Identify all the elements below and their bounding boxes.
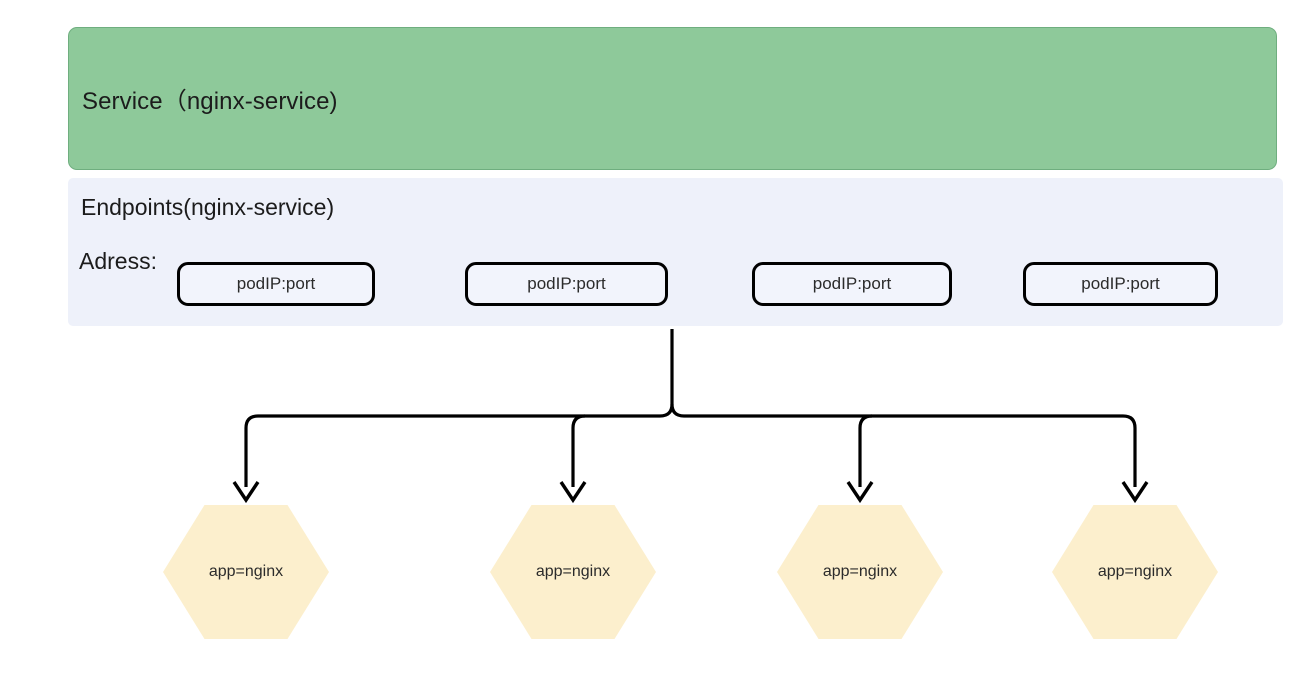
endpoint-address-box[interactable]: podIP:port (177, 262, 375, 306)
arrowhead-icon (559, 481, 587, 504)
connector-branch-3 (858, 414, 873, 487)
endpoints-title: Endpoints(nginx-service) (81, 194, 335, 220)
pod-label: app=nginx (1097, 563, 1173, 580)
pod-hexagon[interactable]: app=nginx (163, 505, 329, 639)
endpoint-address-box[interactable]: podIP:port (1023, 262, 1218, 306)
connector-branch-1 (244, 414, 660, 487)
pod-label: app=nginx (208, 563, 284, 580)
endpoint-address-box[interactable]: podIP:port (465, 262, 668, 306)
endpoints-panel[interactable]: Endpoints(nginx-service) Adress: podIP:p… (68, 178, 1283, 326)
arrowhead-icon (846, 481, 874, 504)
pod-label: app=nginx (535, 563, 611, 580)
pod-hexagon[interactable]: app=nginx (777, 505, 943, 639)
service-box[interactable]: Service（nginx-service) (68, 27, 1277, 170)
address-label: Adress: (79, 248, 157, 274)
endpoint-address-text: podIP:port (527, 274, 606, 293)
arrowhead-icon (1121, 481, 1149, 504)
endpoint-address-text: podIP:port (236, 274, 316, 293)
connector-junction-right (670, 403, 685, 418)
service-label: Service（nginx-service) (82, 88, 338, 115)
pod-hexagon[interactable]: app=nginx (1052, 505, 1218, 639)
connector-junction-left (659, 403, 674, 418)
connector-branch-2 (571, 414, 586, 487)
endpoint-address-box[interactable]: podIP:port (752, 262, 952, 306)
connector-branch-4 (684, 414, 1137, 487)
arrowhead-icon (232, 481, 260, 504)
endpoint-address-text: podIP:port (1081, 274, 1160, 293)
pod-label: app=nginx (822, 563, 898, 580)
pod-hexagon[interactable]: app=nginx (490, 505, 656, 639)
endpoint-address-text: podIP:port (812, 274, 892, 293)
